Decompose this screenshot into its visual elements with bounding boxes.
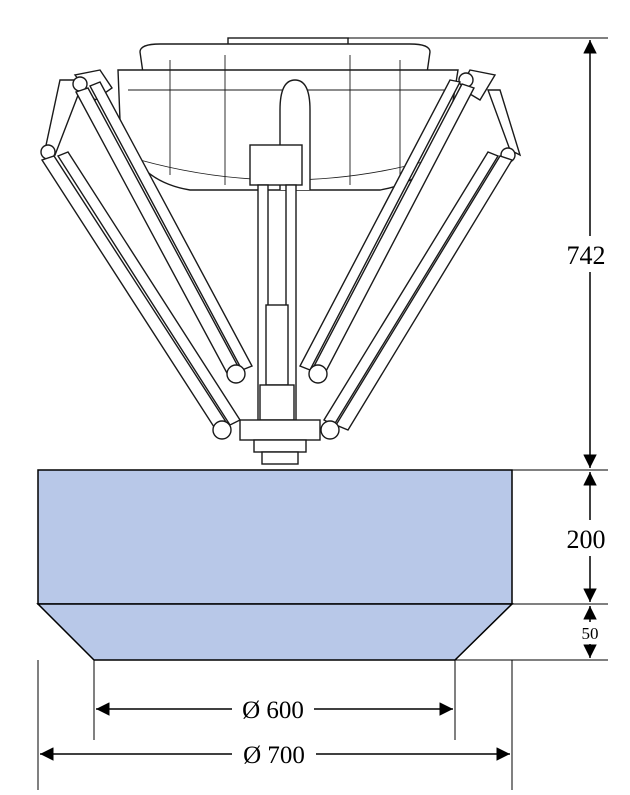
reference-lines [37, 37, 608, 790]
cylinder-height-label: 200 [567, 525, 606, 554]
robot-height-label: 742 [567, 241, 606, 270]
cone-height-label: 50 [582, 624, 599, 643]
dimension-robot-height: 742 [555, 40, 617, 468]
workspace-cylinder [37, 469, 513, 605]
workspace-volume [36, 469, 514, 661]
dimension-cylinder-height: 200 [555, 472, 617, 602]
dimension-upper-diameter: Ø 700 [40, 739, 510, 769]
delta-robot-icon [40, 37, 522, 465]
lower-diameter-label: Ø 600 [242, 697, 304, 724]
workspace-frustum [36, 603, 514, 661]
upper-diameter-label: Ø 700 [243, 742, 305, 769]
dimension-cone-height: 50 [570, 606, 610, 658]
dimension-lower-diameter: Ø 600 [96, 694, 453, 724]
